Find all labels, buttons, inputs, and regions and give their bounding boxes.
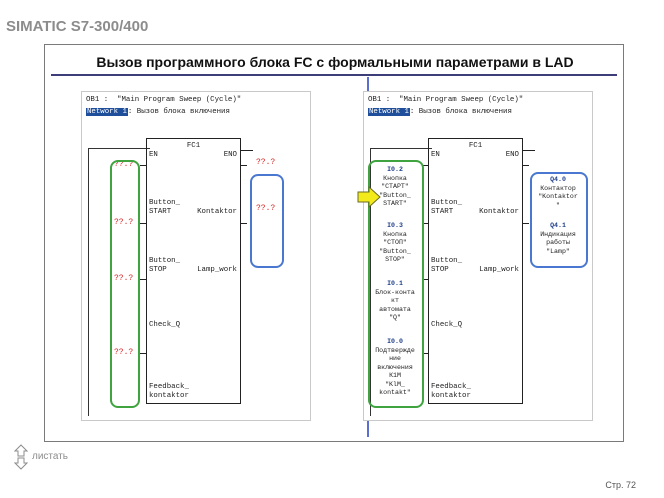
parameter-text: Подтвержде ние включения К1М "KlM_ konta… bbox=[375, 346, 415, 397]
parameter-text: Индикация работы "Lamp" bbox=[540, 230, 576, 255]
up-down-arrows-icon[interactable] bbox=[14, 444, 28, 470]
parameter-text: Контактор "Kontaktor " bbox=[538, 184, 578, 209]
address: I0.1 bbox=[387, 280, 403, 287]
address: I0.0 bbox=[387, 338, 403, 345]
input-pin-label: Feedback_ kontaktor bbox=[431, 383, 471, 400]
brand-title: SIMATIC S7-300/400 bbox=[6, 18, 149, 35]
block-name: FC1 bbox=[186, 142, 201, 150]
input-wire bbox=[140, 279, 146, 280]
power-rail bbox=[370, 148, 371, 416]
input-wire bbox=[422, 165, 428, 166]
scroll-label[interactable]: листать bbox=[32, 451, 69, 462]
slide-title: Вызов программного блока FC с формальным… bbox=[96, 54, 574, 70]
network-header: Network 1: Вызов блока включения bbox=[368, 108, 512, 116]
parameter-text: Кнопка "СТОП" "Button_ STOP" bbox=[379, 230, 411, 264]
output-pin-label: Kontaktor bbox=[479, 208, 519, 216]
network-title: : Вызов блока включения bbox=[409, 108, 512, 116]
ob-header: OB1 : "Main Program Sweep (Cycle)" bbox=[368, 96, 524, 104]
right-arrow-icon bbox=[357, 186, 381, 208]
power-rail bbox=[88, 148, 89, 416]
unassigned-input[interactable]: ??.? bbox=[114, 348, 134, 357]
en-pin: EN bbox=[431, 151, 440, 159]
eno-wire bbox=[241, 150, 253, 151]
input-wire bbox=[140, 223, 146, 224]
network-title: : Вызов блока включения bbox=[127, 108, 230, 116]
output-wire bbox=[241, 223, 247, 224]
lad-editor-before: OB1 : "Main Program Sweep (Cycle)" Netwo… bbox=[81, 91, 311, 421]
input-pin-label: Button_ STOP bbox=[149, 257, 181, 274]
parameter-text: Блок-конта кт автомата "Q" bbox=[375, 288, 415, 322]
inputs-highlight bbox=[110, 160, 140, 408]
ob-header: OB1 : "Main Program Sweep (Cycle)" bbox=[86, 96, 242, 104]
unassigned-input[interactable]: ??.? bbox=[114, 160, 134, 169]
input-pin-label: Button_ STOP bbox=[431, 257, 463, 274]
unassigned-output[interactable]: ??.? bbox=[256, 204, 276, 213]
input-pin-label: Button_ START bbox=[149, 199, 181, 216]
input-wire bbox=[140, 165, 146, 166]
output-wire bbox=[241, 165, 247, 166]
page-number: Стр. 72 bbox=[605, 480, 636, 490]
output-pin-label: Kontaktor bbox=[197, 208, 237, 216]
eno-pin: ENO bbox=[223, 151, 237, 159]
unassigned-input[interactable]: ??.? bbox=[114, 274, 134, 283]
input-wire bbox=[140, 353, 146, 354]
lad-editor-after: OB1 : "Main Program Sweep (Cycle)" Netwo… bbox=[363, 91, 593, 421]
input-pin-label: Check_Q bbox=[431, 321, 463, 329]
en-wire bbox=[370, 148, 432, 149]
network-badge[interactable]: Network 1 bbox=[86, 108, 128, 116]
output-wire bbox=[523, 165, 529, 166]
outputs-highlight bbox=[530, 172, 588, 268]
output-wire bbox=[523, 223, 529, 224]
output-pin-label: Lamp_work bbox=[197, 266, 237, 274]
en-wire bbox=[88, 148, 150, 149]
unassigned-output[interactable]: ??.? bbox=[256, 158, 276, 167]
block-name: FC1 bbox=[468, 142, 483, 150]
slide-frame: Вызов программного блока FC с формальным… bbox=[44, 44, 624, 442]
input-wire bbox=[422, 279, 428, 280]
address: Q4.0 bbox=[550, 176, 566, 183]
unassigned-input[interactable]: ??.? bbox=[114, 218, 134, 227]
input-pin-label: Check_Q bbox=[149, 321, 181, 329]
address: I0.3 bbox=[387, 222, 403, 229]
parameter-text: Кнопка "СТАРТ" "Button_ START" bbox=[379, 174, 411, 208]
eno-wire bbox=[523, 150, 535, 151]
eno-pin: ENO bbox=[505, 151, 519, 159]
outputs-highlight bbox=[250, 174, 284, 268]
address: I0.2 bbox=[387, 166, 403, 173]
input-pin-label: Feedback_ kontaktor bbox=[149, 383, 189, 400]
input-wire bbox=[422, 223, 428, 224]
title-divider bbox=[51, 74, 617, 76]
address: Q4.1 bbox=[550, 222, 566, 229]
fc-block[interactable]: FC1 EN ENO Button_ START Button_ STOP Ch… bbox=[146, 138, 241, 404]
inputs-highlight bbox=[368, 160, 424, 408]
en-pin: EN bbox=[149, 151, 158, 159]
input-pin-label: Button_ START bbox=[431, 199, 463, 216]
input-wire bbox=[422, 353, 428, 354]
output-pin-label: Lamp_work bbox=[479, 266, 519, 274]
network-badge[interactable]: Network 1 bbox=[368, 108, 410, 116]
network-header: Network 1: Вызов блока включения bbox=[86, 108, 230, 116]
fc-block[interactable]: FC1 EN ENO Button_ START Button_ STOP Ch… bbox=[428, 138, 523, 404]
